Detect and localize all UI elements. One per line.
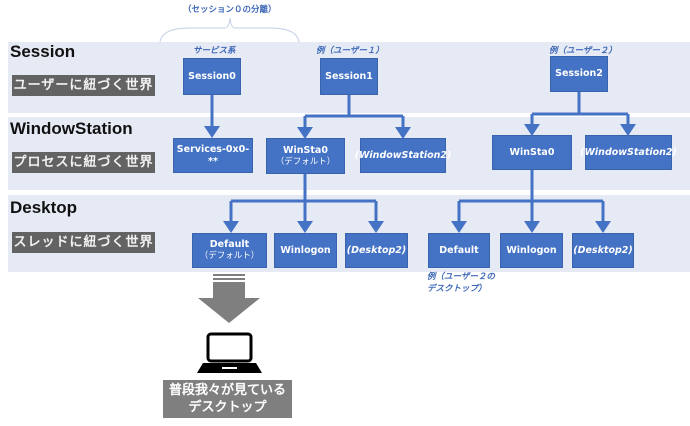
curly-brace (159, 17, 300, 43)
desktop2-node-user1[interactable]: (Desktop2) (345, 233, 408, 268)
default-desktop-node-user1[interactable]: Default （デフォルト） (192, 233, 267, 268)
default-desktop-sub-label: （デフォルト） (199, 251, 260, 262)
desktop-layer-description: スレッドに紐づく世界 (12, 232, 155, 253)
session2-label: Session2 (555, 68, 603, 80)
default-desktop-label: Default (209, 239, 250, 251)
user2-desktop-annotation-line1: 例（ユーザー２の (427, 272, 495, 282)
user2-annotation: 例（ユーザー２） (549, 46, 617, 56)
arrowhead (524, 124, 540, 136)
desktop2-label: (Desktop2) (346, 244, 407, 256)
desktop2-user2-label: (Desktop2) (573, 244, 633, 256)
services-station-label: Services-0x0-** (176, 143, 250, 167)
session2-node[interactable]: Session2 (550, 56, 608, 92)
session-layer-title: Session (10, 42, 76, 61)
default-desktop-user2-label: Default (439, 244, 479, 256)
visible-desktop-label: 普段我々が見ている デスクトップ (163, 380, 292, 418)
session0-node[interactable]: Session0 (183, 58, 241, 95)
arrowhead (368, 221, 384, 233)
winlogon-label: Winlogon (280, 244, 331, 256)
down-arrow-icon (198, 274, 260, 323)
winsta0-user2-label: WinSta0 (509, 146, 555, 158)
arrowhead (595, 221, 611, 233)
arrowhead (524, 221, 540, 233)
desktop-layer-title: Desktop (10, 198, 78, 217)
services-station-node[interactable]: Services-0x0-** (173, 138, 253, 173)
user1-annotation: 例（ユーザー１） (316, 46, 384, 56)
session1-node[interactable]: Session1 (320, 58, 378, 95)
arrowhead (204, 126, 220, 138)
arrowhead (297, 127, 313, 139)
winsta0-default-node[interactable]: WinSta0 （デフォルト） (266, 138, 345, 174)
service-annotation: サービス系 (193, 46, 236, 56)
winsta0-node-user2[interactable]: WinSta0 (492, 135, 572, 170)
windowstation2-node-user1[interactable]: (WindowStation2) (355, 138, 451, 173)
session1-label: Session1 (325, 70, 373, 82)
windowstation-layer-description: プロセスに紐づく世界 (12, 152, 155, 173)
arrowhead (620, 124, 636, 136)
arrowhead (451, 221, 467, 233)
user2-desktop-annotation-line2: デスクトップ） (427, 284, 487, 294)
session0-isolation-note: （セッション０の分離） (183, 5, 277, 15)
session0-label: Session0 (188, 70, 236, 82)
arrowhead (223, 221, 239, 233)
winlogon-desktop-node-user2[interactable]: Winlogon (500, 233, 563, 268)
default-desktop-node-user2[interactable]: Default (428, 233, 490, 268)
arrowhead (395, 127, 411, 139)
session-layer-description: ユーザーに紐づく世界 (12, 75, 155, 96)
winsta0-sub-label: （デフォルト） (275, 156, 336, 167)
winsta0-label: WinSta0 (283, 144, 328, 156)
windowstation2-label: (WindowStation2) (354, 149, 452, 161)
user2-desktop-annotation: 例（ユーザー２の デスクトップ） (427, 271, 495, 295)
laptop-icon (197, 332, 262, 373)
windowstation2-user2-label: (WindowStation2) (580, 146, 677, 158)
visible-desktop-label-line1: 普段我々が見ている (168, 383, 286, 398)
arrowhead (297, 221, 313, 233)
windowstation-layer-title: WindowStation (10, 119, 133, 138)
winlogon-user2-label: Winlogon (506, 244, 557, 256)
visible-desktop-label-line2: デスクトップ (188, 400, 267, 415)
desktop2-node-user2[interactable]: (Desktop2) (572, 233, 634, 268)
winlogon-desktop-node-user1[interactable]: Winlogon (274, 233, 337, 268)
windowstation2-node-user2[interactable]: (WindowStation2) (580, 135, 677, 170)
